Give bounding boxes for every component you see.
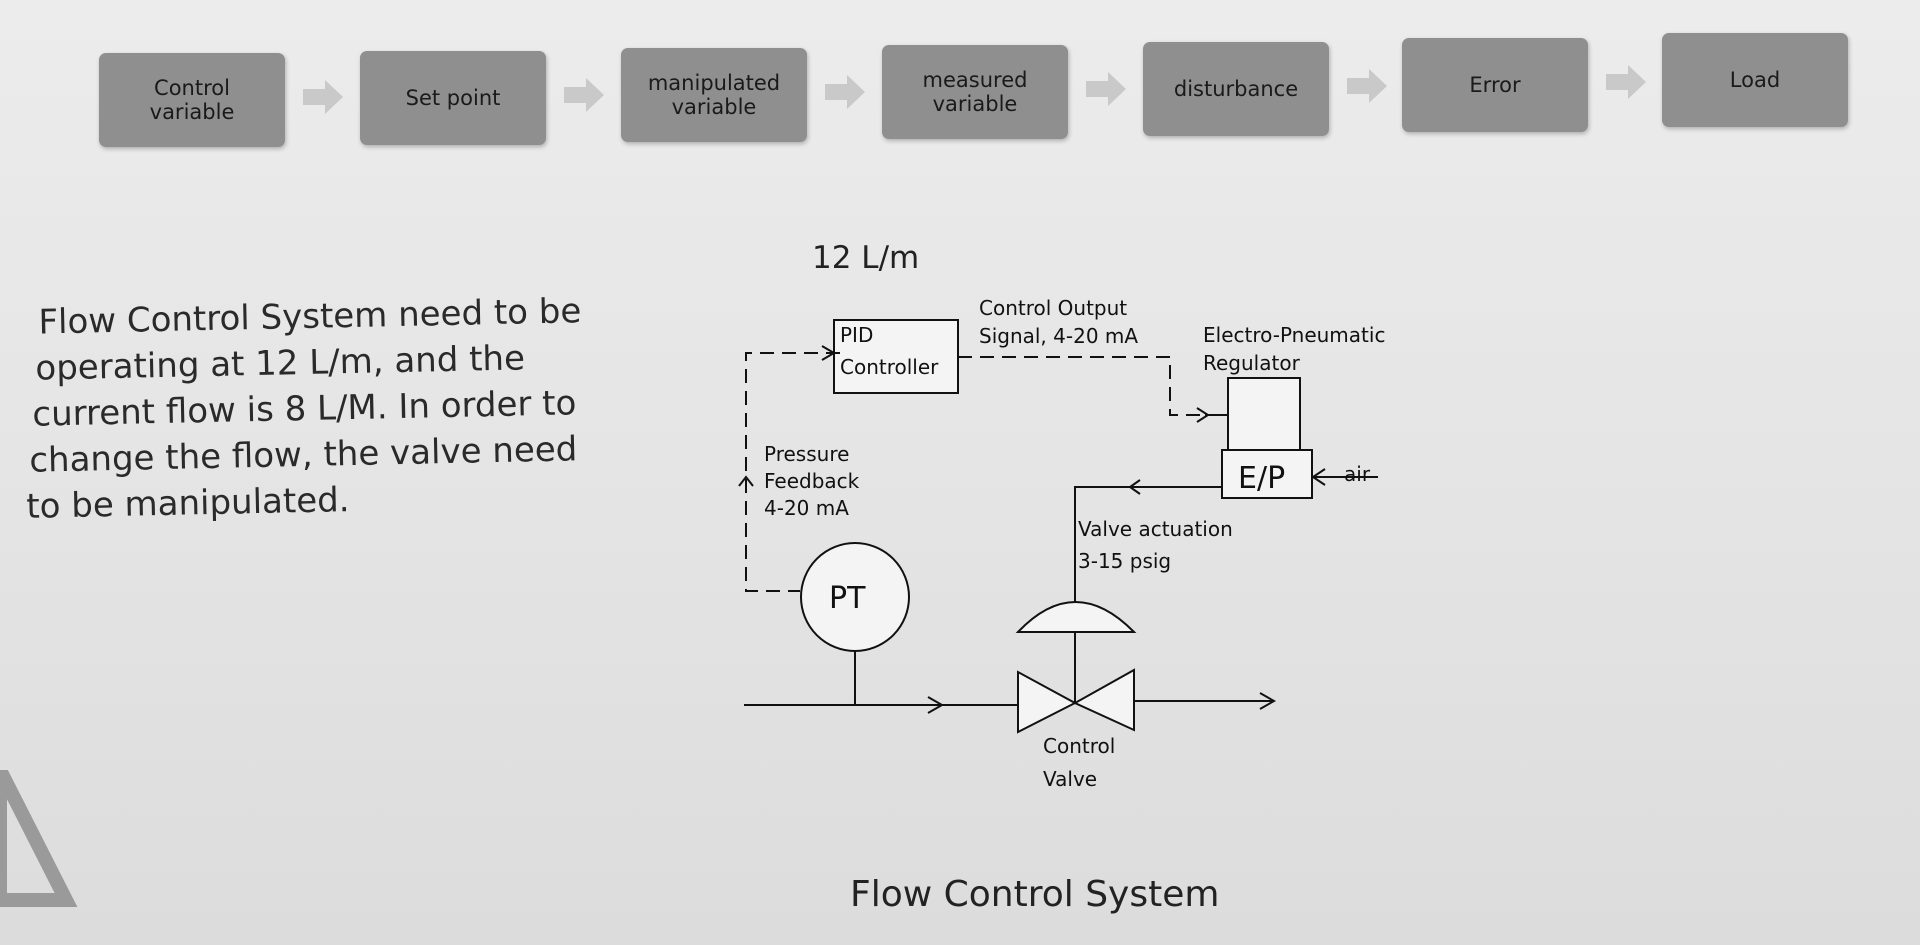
control-valve-body [1072, 668, 1135, 732]
regulator-label: Regulator [1203, 351, 1301, 375]
control-output-signal-line [958, 356, 1205, 416]
term-load[interactable]: Load [1662, 33, 1848, 127]
control-output-label: Control Output [979, 296, 1127, 320]
ep-box [1221, 449, 1313, 499]
pipe-flow-arrowhead [927, 696, 945, 714]
feedback-up-arrowhead [738, 475, 754, 487]
valve-actuator-dome [1015, 601, 1137, 633]
arrow-right-icon [825, 75, 865, 109]
pid-controller-box [833, 319, 959, 394]
diagram-caption: Flow Control System [850, 874, 1220, 915]
actuation-label: 3-15 psig [1078, 549, 1171, 573]
term-disturbance[interactable]: disturbance [1143, 42, 1329, 136]
terms-row: Control variable Set point manipulated v… [0, 0, 1920, 160]
ep-label: E/P [1238, 461, 1285, 496]
actuation-arrowhead [1128, 479, 1141, 495]
feedback-label: 4-20 mA [764, 496, 849, 520]
valve-label: Control [1043, 734, 1115, 758]
term-error[interactable]: Error [1402, 38, 1588, 132]
term-manipulated-variable[interactable]: manipulated variable [621, 48, 807, 142]
pipe-out-arrowhead [1259, 692, 1277, 710]
air-arrowhead [1311, 468, 1326, 486]
air-label: air [1344, 462, 1371, 486]
pt-label: PT [829, 581, 866, 616]
triangle-decoration-icon [0, 770, 78, 907]
control-valve-body [1017, 670, 1078, 734]
valve-label: Valve [1043, 767, 1097, 791]
regulator-box [1227, 377, 1301, 451]
feedback-label: Feedback [764, 469, 860, 493]
control-output-label: Signal, 4-20 mA [979, 324, 1138, 348]
pid-label: Controller [840, 355, 939, 379]
arrow-right-icon [1347, 69, 1387, 103]
arrow-right-icon [303, 80, 343, 114]
arrow-right-icon [1606, 65, 1646, 99]
pressure-feedback-line [745, 352, 840, 592]
setpoint-label: 12 L/m [812, 240, 920, 276]
regulator-label: Electro-Pneumatic [1203, 323, 1385, 347]
feedback-label: Pressure [764, 442, 849, 466]
pid-label: PID [840, 323, 873, 347]
term-set-point[interactable]: Set point [360, 51, 546, 145]
arrow-right-icon [564, 78, 604, 112]
term-control-variable[interactable]: Control variable [99, 53, 285, 147]
valve-actuation-line [1074, 486, 1222, 606]
feedback-to-pid-arrowhead [821, 345, 836, 361]
term-measured-variable[interactable]: measured variable [882, 45, 1068, 139]
arrow-right-icon [1086, 72, 1126, 106]
actuation-label: Valve actuation [1078, 517, 1233, 541]
